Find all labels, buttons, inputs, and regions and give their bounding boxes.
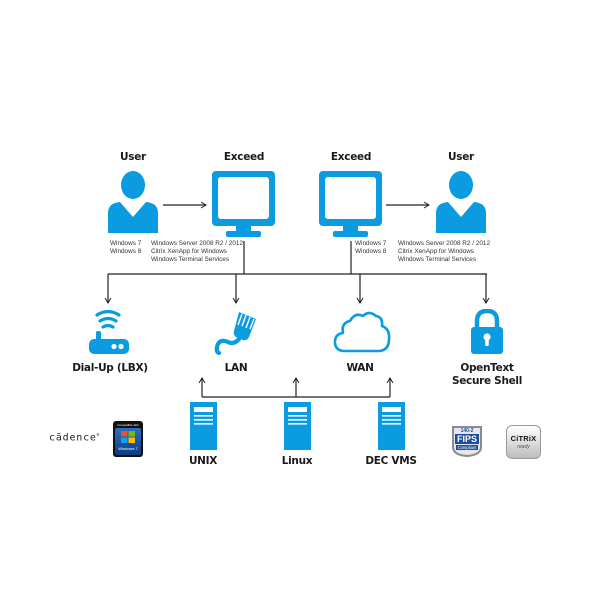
opentext-label-line2: Secure Shell — [451, 375, 523, 387]
fips-badge-main-text: FIPS — [456, 434, 477, 444]
windows7-badge-top-text: Compatible with — [117, 423, 139, 427]
wan-label: WAN — [346, 362, 374, 374]
fips-badge-bottom-text: Compliant — [457, 445, 477, 450]
citrix-ready-badge: CiTRiX ready — [506, 425, 541, 459]
server-icon — [378, 402, 405, 450]
decvms-label: DEC VMS — [365, 455, 417, 467]
user-left-os: Windows 7 Windows 8 — [110, 240, 141, 256]
monitor-icon — [212, 171, 275, 237]
platform-item: Citrix XenApp for Windows — [151, 248, 228, 255]
windows7-badge: Compatible with Windows 7 — [113, 421, 143, 457]
cadence-logo: cādence® — [49, 432, 100, 443]
cloud-icon — [333, 311, 391, 353]
user-left-label: User — [120, 151, 146, 163]
citrix-badge-sub-text: ready — [517, 444, 530, 450]
dialup-label: Dial-Up (LBX) — [72, 362, 148, 374]
fips-badge: 140-2 FIPS Compliant — [451, 425, 483, 458]
user-icon — [436, 171, 486, 233]
user-right-platforms: Windows Server 2008 R2 / 2012 Citrix Xen… — [398, 240, 490, 264]
platform-item: Windows Server 2008 R2 / 2012 — [151, 240, 244, 247]
windows-flag-icon — [121, 431, 135, 443]
unix-label: UNIX — [188, 455, 218, 467]
linux-label: Linux — [281, 455, 313, 467]
os-item: Windows 8 — [110, 248, 142, 255]
cadence-logo-text: cādence — [49, 432, 97, 444]
fips-shield-icon — [452, 426, 482, 457]
router-icon — [89, 309, 129, 354]
opentext-label: OpenText Secure Shell — [437, 362, 537, 388]
exceed-left-label: Exceed — [223, 151, 265, 163]
fips-badge-top-text: 140-2 — [460, 428, 474, 434]
opentext-label-line1: OpenText — [460, 362, 514, 374]
platform-item: Windows Server 2008 R2 / 2012 — [398, 240, 491, 247]
user-icon — [108, 171, 158, 233]
windows7-badge-bottom-text: Windows 7 — [118, 446, 138, 451]
cadence-trademark: ® — [96, 432, 100, 437]
exceed-right-label: Exceed — [330, 151, 372, 163]
lock-icon — [471, 309, 503, 354]
citrix-badge-main-text: CiTRiX — [510, 434, 537, 443]
exceed-left-platforms: Windows Server 2008 R2 / 2012 Citrix Xen… — [151, 240, 243, 264]
windows7-badge-body: Windows 7 — [115, 428, 141, 455]
server-icon — [284, 402, 311, 450]
ethernet-cable-icon — [214, 312, 256, 355]
monitor-icon — [319, 171, 382, 237]
exceed-right-os: Windows 7 Windows 8 — [355, 240, 386, 256]
server-icon — [190, 402, 217, 450]
lan-label: LAN — [224, 362, 248, 374]
os-item: Windows 7 — [110, 240, 142, 247]
user-right-label: User — [448, 151, 474, 163]
platform-item: Windows Terminal Services — [398, 256, 477, 263]
os-item: Windows 8 — [355, 248, 387, 255]
platform-item: Windows Terminal Services — [151, 256, 230, 263]
os-item: Windows 7 — [355, 240, 387, 247]
platform-item: Citrix XenApp for Windows — [398, 248, 475, 255]
